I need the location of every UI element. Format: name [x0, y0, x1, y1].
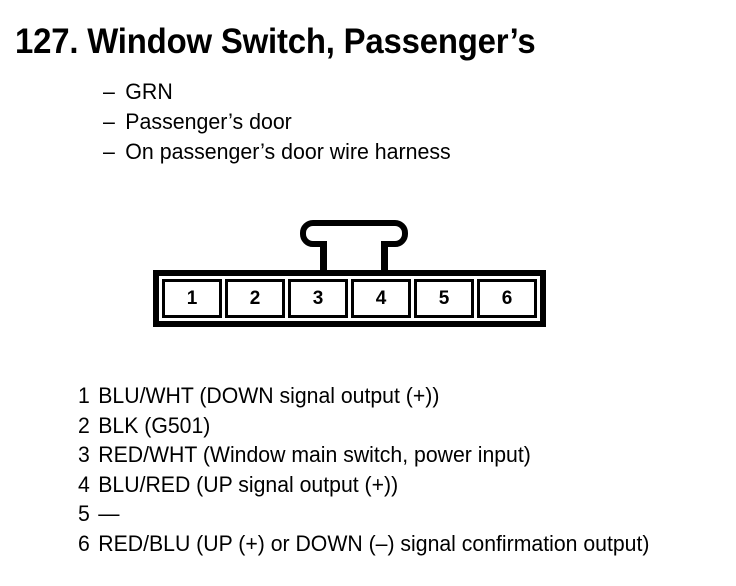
connector-pin-1: 1: [162, 279, 222, 318]
connector-latch-icon: [300, 220, 408, 271]
list-item-label: Passenger’s door: [125, 109, 292, 134]
page-title: 127. Window Switch, Passenger’s: [15, 22, 536, 61]
pin-row-5: 5—: [78, 499, 649, 529]
pin-row-3: 3 RED/WHT (Window main switch, power inpu…: [78, 440, 649, 470]
dash-bullet-icon: –: [103, 109, 115, 134]
dash-bullet-icon: –: [103, 139, 115, 164]
list-item: –Passenger’s door: [103, 107, 451, 137]
pin-description: RED/BLU (UP (+) or DOWN (–) signal confi…: [98, 530, 650, 556]
latch-inner-mask: [327, 238, 381, 248]
descriptor-list: –GRN –Passenger’s door –On passenger’s d…: [103, 77, 461, 167]
dash-bullet-icon: –: [103, 79, 115, 104]
pin-row-4: 4 BLU/RED (UP signal output (+)): [78, 470, 649, 500]
connector-pin-3: 3: [288, 279, 348, 318]
pin-row-6: 6 RED/BLU (UP (+) or DOWN (–) signal conf…: [78, 529, 649, 559]
list-item: –GRN: [103, 77, 451, 107]
list-item-label: On passenger’s door wire harness: [125, 139, 451, 164]
list-item: –On passenger’s door wire harness: [103, 137, 451, 167]
pin-number: 5: [78, 501, 90, 526]
connector-pin-5: 5: [414, 279, 474, 318]
pin-number: 4: [78, 471, 90, 497]
pin-description: RED/WHT (Window main switch, power input…: [98, 442, 531, 467]
latch-stem-right: [381, 241, 388, 271]
pin-row-2: 2 BLK (G501): [78, 411, 649, 441]
pin-description: BLU/RED (UP signal output (+)): [98, 471, 399, 497]
connector-shell: 1 2 3 4 5 6: [153, 270, 546, 327]
connector-diagram: 1 2 3 4 5 6: [153, 220, 546, 327]
pin-description: BLK (G501): [98, 412, 211, 438]
pin-row-1: 1 BLU/WHT (DOWN signal output (+)): [78, 381, 649, 411]
connector-pin-2: 2: [225, 279, 285, 318]
pin-number: 6: [78, 530, 90, 556]
pin-description: BLU/WHT (DOWN signal output (+)): [98, 383, 440, 408]
pin-number: 1: [78, 383, 90, 408]
latch-stem-left: [320, 241, 327, 271]
connector-pin-6: 6: [477, 279, 537, 318]
pin-description-list: 1 BLU/WHT (DOWN signal output (+)) 2 BLK (…: [78, 381, 670, 558]
list-item-label: GRN: [125, 79, 173, 104]
pin-description: —: [98, 501, 120, 526]
pin-number: 2: [78, 412, 90, 438]
pin-number: 3: [78, 442, 90, 467]
connector-pin-4: 4: [351, 279, 411, 318]
